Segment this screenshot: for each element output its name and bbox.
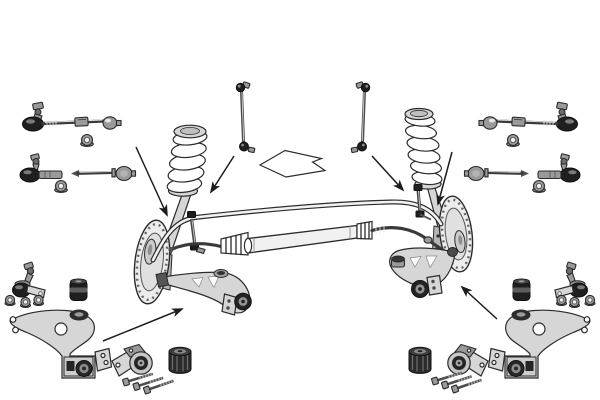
annotation-arrow (135, 146, 168, 217)
stabilizer-link-left (234, 80, 257, 155)
control-arm-installed-left (155, 269, 252, 316)
annotation-arrows (102, 146, 498, 342)
direction-arrow (258, 149, 327, 178)
control-arm-installed-right (389, 247, 458, 298)
steering-rack (168, 220, 446, 256)
annotation-arrow (371, 155, 405, 192)
stabilizer-link-right (349, 80, 372, 155)
coil-spring-left (166, 124, 208, 197)
mounting-bolts-left (121, 369, 176, 396)
annotation-arrow (102, 308, 184, 342)
annotation-arrow (436, 151, 453, 206)
annotation-arrow (460, 285, 498, 320)
drop-link-installed-right (413, 184, 432, 221)
coil-spring-right (404, 107, 443, 190)
mounting-bolts-right (430, 368, 484, 395)
annotation-arrow (209, 155, 235, 194)
sway-bar (150, 199, 444, 263)
tie-rod-kit-left (20, 102, 136, 192)
drop-link-installed-left (187, 211, 206, 255)
tie-rod-kit-right (465, 102, 581, 192)
